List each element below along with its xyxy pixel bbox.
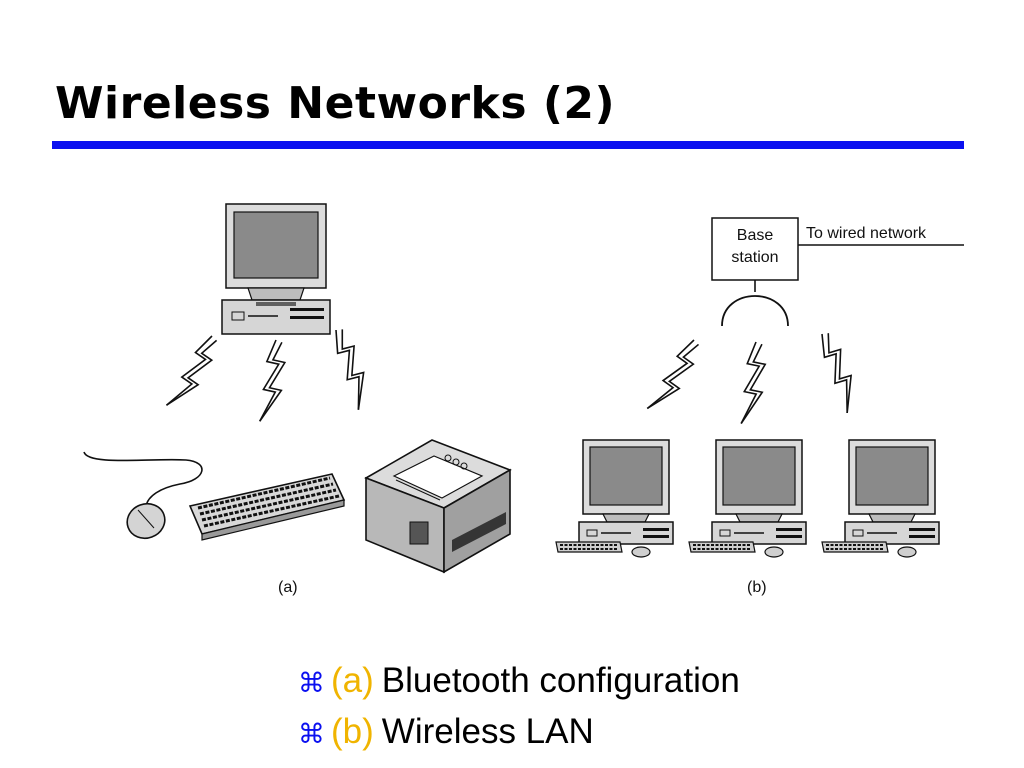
desktop-computer-icon [221, 203, 331, 335]
title-underline [52, 141, 964, 149]
panel-b: Base station To wired network (b) [555, 217, 964, 596]
desktop-computer-icon [555, 439, 674, 558]
base-station-label-line1: Base [737, 227, 774, 244]
panel-a-caption: (a) [278, 579, 298, 596]
bullet-tag: (a) [331, 661, 374, 700]
desktop-computer-icon [688, 439, 807, 558]
base-station-box [711, 217, 799, 281]
keyboard-icon [188, 473, 346, 541]
antenna-icon [721, 295, 789, 327]
panel-a: (a) [83, 203, 512, 596]
wireless-signal-icon [165, 330, 222, 416]
mouse-icon [83, 451, 203, 540]
command-symbol-icon: ⌘ [298, 668, 325, 699]
wireless-signal-icon [646, 333, 704, 419]
slide-title: Wireless Networks (2) [55, 78, 616, 129]
bullet-item: ⌘(b)Wireless LAN [298, 708, 740, 759]
panel-b-caption: (b) [747, 579, 767, 596]
printer-icon [364, 439, 512, 574]
command-symbol-icon: ⌘ [298, 719, 325, 750]
bullet-text: Bluetooth configuration [381, 661, 740, 700]
bullet-text: Wireless LAN [381, 712, 594, 751]
wireless-signal-icon [258, 338, 287, 424]
wireless-signal-icon [324, 325, 380, 411]
base-station-label-line2: station [731, 249, 778, 266]
bullet-list: ⌘(a)Bluetooth configuration ⌘(b)Wireless… [298, 657, 740, 759]
wireless-signal-icon [740, 340, 767, 426]
wired-network-label: To wired network [806, 225, 927, 242]
bullet-tag: (b) [331, 712, 374, 751]
bullet-item: ⌘(a)Bluetooth configuration [298, 657, 740, 708]
wireless-signal-icon [810, 328, 868, 414]
desktop-computer-icon [821, 439, 940, 558]
